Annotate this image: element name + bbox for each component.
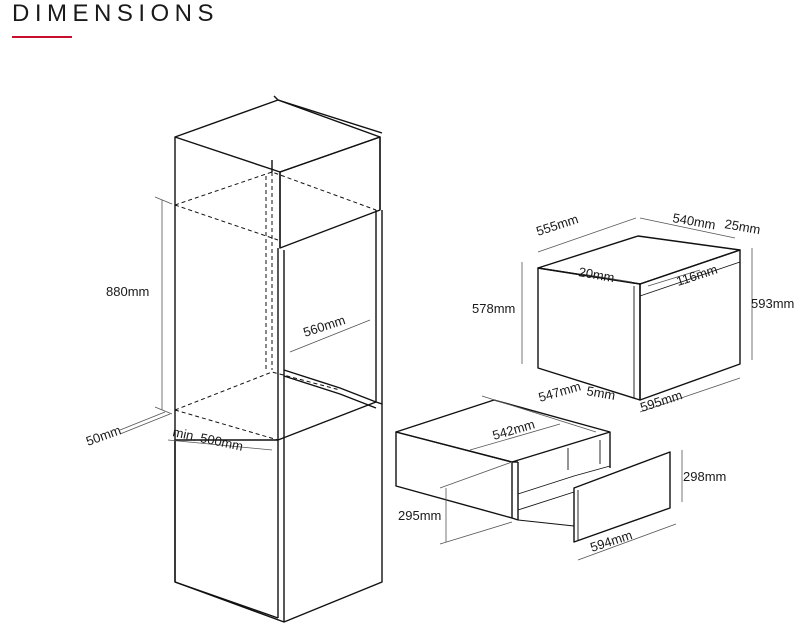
cabinet-illustration [174,95,383,623]
drawer-illustration [395,399,671,543]
drawer-height-295-label: 295mm [398,508,441,523]
drawer-side-face [395,431,513,519]
page-title: DIMENSIONS [12,0,220,27]
drawer-dimension-lines [439,395,683,561]
oven-front-face [639,249,741,401]
oven-width-595-label: 595mm [638,387,684,415]
oven-20-label: 20mm [577,264,615,285]
oven-height-593-label: 593mm [751,296,794,311]
drawer-front-panel [573,451,671,543]
oven-width-540-label: 540mm [671,210,716,232]
drawer-height-298-label: 298mm [683,469,726,484]
oven-side-face [537,267,641,401]
cabinet-top-face [174,99,381,173]
oven-5-label: 5mm [585,383,616,403]
oven-25-label: 25mm [723,216,761,237]
drawer-width-594-label: 594mm [588,527,634,555]
oven-dimension-lines [521,217,753,413]
oven-116-label: 116mm [674,261,719,288]
oven-height-578-label: 578mm [472,301,515,316]
oven-depth-555-label: 555mm [534,211,580,239]
depth-50-label: 50mm [84,422,123,448]
width-560-label: 560mm [301,312,347,340]
cabinet-upper-front [279,136,381,249]
drawer-542-label: 542mm [491,417,537,443]
cabinet-dimension-lines [119,196,371,451]
min-500-label: min. 500mm [171,424,244,454]
drawer-547-label: 547mm [537,379,583,405]
oven-illustration [537,235,741,401]
height-880-label: 880mm [106,284,149,299]
title-underline [12,36,72,38]
